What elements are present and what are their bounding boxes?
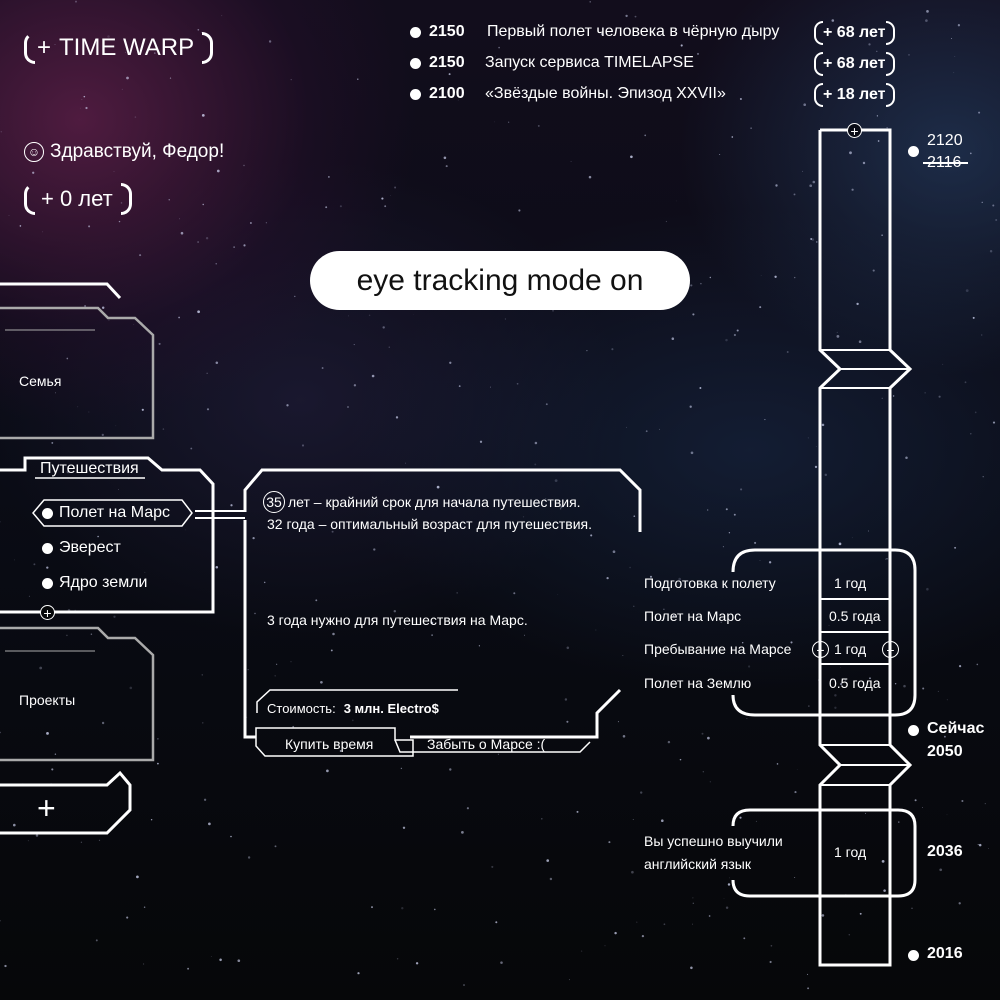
target-year: 2120 bbox=[927, 132, 963, 149]
buy-button-outline bbox=[255, 727, 414, 757]
year-marker-icon bbox=[908, 146, 919, 157]
paren-right-icon bbox=[202, 32, 214, 64]
sidebar-item-travel[interactable]: Путешествия bbox=[40, 460, 139, 477]
sidebar-item-projects[interactable]: Проекты bbox=[19, 692, 76, 708]
plus-icon: + bbox=[850, 122, 859, 139]
plan-step-label: Полет на Марс bbox=[644, 608, 742, 624]
event-row[interactable]: 2150 Запуск сервиса TIMELAPSE bbox=[410, 52, 805, 74]
plan-step-value: 1 год bbox=[834, 575, 867, 591]
badge-text: + 68 лет bbox=[823, 24, 886, 41]
travel-item-mars[interactable]: Полет на Марс bbox=[42, 504, 170, 522]
paren-left-icon bbox=[24, 32, 35, 64]
paren-left-icon bbox=[24, 183, 35, 215]
cost-label: Стоимость: bbox=[267, 701, 336, 716]
now-label: Сейчас bbox=[927, 720, 985, 737]
bullet-icon bbox=[42, 577, 53, 589]
eye-tracking-banner[interactable]: eye tracking mode on bbox=[310, 251, 690, 310]
plan-step-label: Полет на Землю bbox=[644, 675, 752, 691]
cost-line: Стоимость: 3 млн. Electro$ bbox=[267, 701, 439, 716]
bullet-icon bbox=[410, 88, 421, 100]
selected-item-outline bbox=[32, 499, 193, 527]
paren-right-icon bbox=[120, 183, 132, 215]
deadline-number: 35 bbox=[263, 491, 285, 513]
event-title: Первый полет человека в чёрную дыру bbox=[487, 23, 780, 40]
past-event-value: 1 год bbox=[834, 844, 867, 860]
event-badge[interactable]: + 68 лет bbox=[814, 52, 895, 76]
years-added-counter[interactable]: + 0 лет bbox=[24, 183, 132, 215]
plan-step-value: 0.5 года bbox=[829, 608, 881, 624]
decrease-stay-button[interactable]: − bbox=[812, 641, 829, 658]
year-marker-icon bbox=[908, 950, 919, 961]
start-year: 2016 bbox=[927, 945, 963, 962]
plan-step-value: 0.5 года bbox=[829, 675, 881, 691]
badge-text: + 68 лет bbox=[823, 55, 886, 72]
event-year: 2100 bbox=[429, 85, 465, 102]
travel-item-everest[interactable]: Эверест bbox=[42, 539, 121, 557]
greeting-text: Здравствуй, Федор! bbox=[50, 141, 225, 162]
extend-timeline-button[interactable]: + bbox=[847, 123, 862, 138]
past-event-year: 2036 bbox=[927, 843, 963, 860]
plus-icon: + bbox=[37, 34, 52, 61]
travel-panel-outline bbox=[0, 456, 215, 614]
bullet-icon bbox=[42, 542, 53, 554]
forget-mars-button[interactable]: Забыть о Марсе :( bbox=[427, 736, 546, 752]
travel-item-label: Полет на Марс bbox=[59, 504, 171, 521]
bullet-icon bbox=[42, 507, 53, 519]
deadline-line: 35 лет – крайний срок для начала путешес… bbox=[263, 491, 581, 513]
event-badge[interactable]: + 18 лет bbox=[814, 83, 895, 107]
event-badge[interactable]: + 68 лет bbox=[814, 21, 895, 45]
event-year: 2150 bbox=[429, 54, 465, 71]
eye-tracking-text: eye tracking mode on bbox=[356, 263, 644, 297]
plan-bracket bbox=[731, 548, 917, 717]
past-bracket bbox=[731, 808, 917, 898]
year-marker-icon bbox=[908, 725, 919, 736]
detail-panel-left bbox=[243, 520, 256, 739]
years-added-text: + 0 лет bbox=[41, 186, 113, 211]
plus-icon: + bbox=[886, 641, 895, 658]
badge-text: + 18 лет bbox=[823, 86, 886, 103]
app-title-text: TIME WARP bbox=[59, 34, 195, 61]
event-row[interactable]: 2150 Первый полет человека в чёрную дыру bbox=[410, 21, 807, 43]
optimal-age-text: 32 года – оптимальный возраст для путеше… bbox=[267, 516, 593, 532]
event-title: Запуск сервиса TIMELAPSE bbox=[485, 54, 694, 71]
timeline-column bbox=[818, 128, 913, 967]
event-row[interactable]: 2100 «Звёздые войны. Эпизод XXVII» bbox=[410, 83, 805, 105]
event-title: «Звёздые войны. Эпизод XXVII» bbox=[485, 85, 726, 102]
projects-panel-outline bbox=[0, 626, 155, 762]
family-tab-line bbox=[0, 282, 122, 300]
family-panel-outline bbox=[0, 306, 155, 440]
plan-step-label: Пребывание на Марсе bbox=[644, 641, 792, 657]
add-button-outline bbox=[0, 770, 132, 835]
duration-text: 3 года нужно для путешествия на Марс. bbox=[267, 612, 528, 628]
app-title[interactable]: + TIME WARP bbox=[24, 32, 214, 64]
plan-step-label: Подготовка к полету bbox=[644, 575, 776, 591]
travel-item-label: Ядро земли bbox=[59, 574, 148, 591]
travel-item-earth-core[interactable]: Ядро земли bbox=[42, 574, 147, 592]
event-year: 2150 bbox=[429, 23, 465, 40]
sidebar-item-family[interactable]: Семья bbox=[19, 373, 62, 389]
user-greeting: ☺ Здравствуй, Федор! bbox=[24, 141, 224, 163]
bullet-icon bbox=[410, 26, 421, 38]
add-travel-button[interactable]: + bbox=[40, 605, 55, 620]
now-year: 2050 bbox=[927, 743, 963, 760]
previous-target-year: 2116 bbox=[927, 154, 962, 171]
user-icon: ☺ bbox=[24, 142, 44, 162]
buy-time-button[interactable]: Купить время bbox=[285, 736, 374, 752]
plus-icon: + bbox=[43, 604, 52, 621]
add-category-button[interactable]: + bbox=[37, 790, 56, 826]
minus-icon: − bbox=[816, 641, 825, 658]
plan-step-value: 1 год bbox=[834, 641, 867, 657]
detail-panel-bottom bbox=[410, 688, 622, 739]
detail-panel-top bbox=[243, 468, 642, 532]
bullet-icon bbox=[410, 57, 421, 69]
deadline-text: лет – крайний срок для начала путешестви… bbox=[288, 494, 581, 510]
cost-value: 3 млн. Electro$ bbox=[343, 701, 439, 716]
past-event-label-2: английский язык bbox=[644, 856, 751, 872]
travel-item-label: Эверест bbox=[59, 539, 121, 556]
past-event-label: Вы успешно выучили bbox=[644, 833, 783, 849]
increase-stay-button[interactable]: + bbox=[882, 641, 899, 658]
